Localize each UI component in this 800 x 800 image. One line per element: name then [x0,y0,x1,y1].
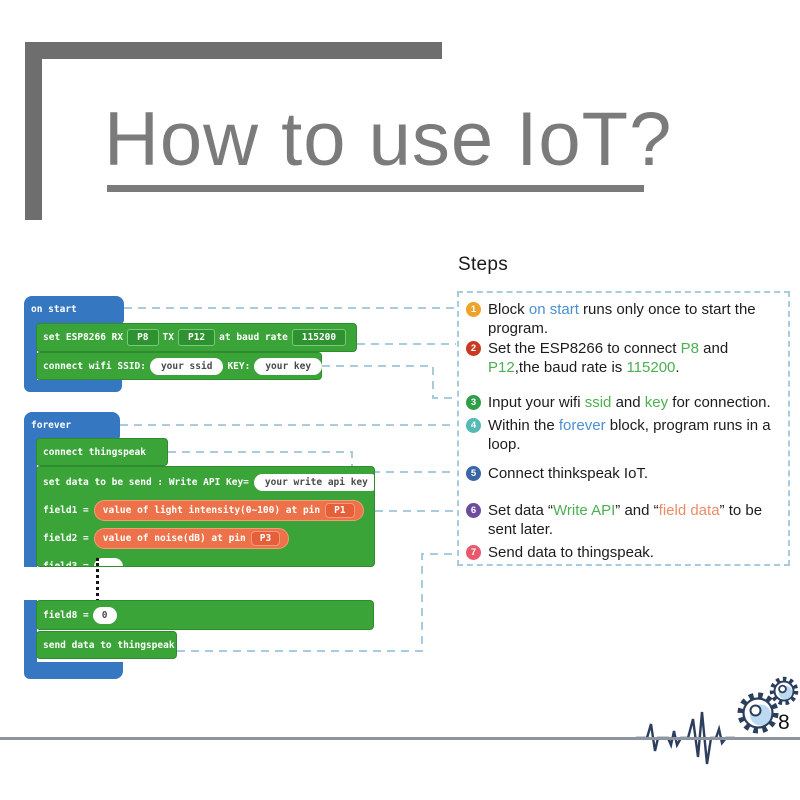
step-number-badge: 4 [466,418,481,433]
field8-value-input: 0 [92,606,117,624]
step-item: 1 Block on start runs only once to start … [466,301,794,338]
field3-value-oval [93,557,124,566]
corner-frame-top [25,42,442,59]
block-field1-row: field1 = value of light intensity(0~100)… [43,498,364,522]
step-text: Input your wifi ssid and key for connect… [488,394,771,411]
step-text: Set data “Write API” and “field data” to… [488,502,763,538]
step-text: Set the ESP8266 to connect P8 and P12,th… [488,340,729,376]
page-number: 8 [778,711,790,734]
forever-block-spine [24,600,37,664]
pin-field: P3 [250,530,281,546]
block-label: field1 = [43,504,89,516]
rx-pin-field: P8 [127,329,159,346]
block-label: at baud rate [219,332,288,343]
footer-line [0,737,800,740]
step-text: Connect thinkspeak IoT. [488,465,649,482]
step-number-badge: 5 [466,466,481,481]
step-number-badge: 3 [466,395,481,410]
block-label: set data to be send : Write API Key= [43,476,249,488]
page-title: How to use IoT? [104,97,673,182]
gears-icon [737,676,799,734]
block-connect-wifi: connect wifi SSID: your ssid KEY: your k… [36,352,323,380]
connector-step3 [322,365,456,399]
step-item: 4 Within the forever block, program runs … [466,417,794,454]
steps-panel: 1 Block on start runs only once to start … [457,291,790,566]
block-connect-thingspeak: connect thingspeak [36,438,168,466]
forever-block-spine [24,438,37,567]
block-label: send data to thingspeak [43,639,175,651]
step-item: 3 Input your wifi ssid and key for connec… [466,394,794,413]
light-intensity-value-block: value of light intensity(0~100) at pin P… [93,499,364,521]
block-label: field3 = [43,560,89,567]
step-text: Block on start runs only once to start t… [488,301,756,337]
block-label: set ESP8266 RX [43,332,124,343]
wifi-ssid-input: your ssid [149,357,224,375]
step-number-badge: 6 [466,503,481,518]
block-set-esp8266: set ESP8266 RX P8 TX P12 at baud rate 11… [36,323,357,352]
corner-frame-left [25,42,42,220]
on-start-block-header: on start [24,296,124,324]
step-item: 5 Connect thinkspeak IoT. [466,465,794,484]
tx-pin-field: P12 [177,329,216,346]
block-label: TX [162,332,174,343]
forever-block-foot [24,662,123,679]
wifi-key-input: your key [254,357,323,375]
block-send-data: send data to thingspeak [36,631,177,659]
block-set-data-row: set data to be send : Write API Key= you… [43,470,374,494]
block-field8-row: field8 = 0 [36,600,374,630]
block-label: connect wifi SSID: [43,360,146,372]
step-text: Within the forever block, program runs i… [488,417,771,453]
step-number-badge: 2 [466,341,481,356]
step-number-badge: 7 [466,545,481,560]
step-number-badge: 1 [466,302,481,317]
title-underline [107,185,644,192]
block-label: value of light intensity(0~100) at pin [102,504,321,516]
pin-field: P1 [325,502,355,518]
step-item: 6 Set data “Write API” and “field data” t… [466,502,794,539]
block-field2-row: field2 = value of noise(dB) at pin P3 [43,526,290,550]
on-start-block-spine [24,322,37,382]
step-item: 2 Set the ESP8266 to connect P8 and P12,t… [466,340,794,377]
block-set-data-group: set data to be send : Write API Key= you… [36,466,375,567]
block-label: field8 = [43,609,89,621]
block-field3-row-clipped: field3 = [43,554,124,567]
step-item: 7 Send data to thingspeak. [466,544,794,563]
block-label: value of noise(dB) at pin [102,532,246,544]
block-label: KEY: [227,360,251,372]
block-label: connect thingspeak [43,446,146,458]
block-label: field2 = [43,532,89,544]
ellipsis-dotted-line [96,558,99,602]
forever-block-header: forever [24,412,120,440]
write-api-key-input: your write api key [253,473,374,491]
on-start-block-foot [24,380,122,392]
noise-value-block: value of noise(dB) at pin P3 [93,527,290,549]
step-text: Send data to thingspeak. [488,544,654,561]
steps-heading: Steps [458,254,509,275]
baud-rate-field: 115200 [291,329,347,346]
